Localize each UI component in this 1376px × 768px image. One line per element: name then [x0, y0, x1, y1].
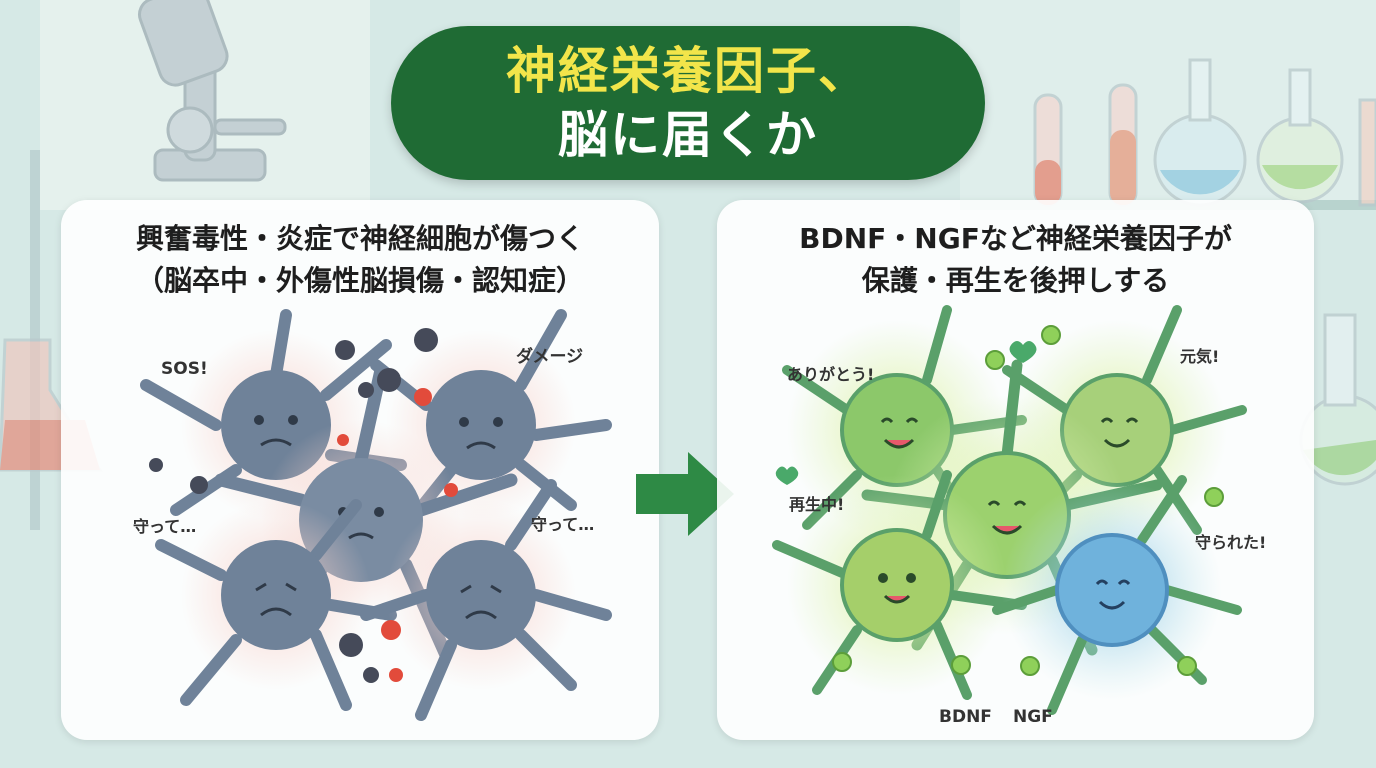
- label-thanks: ありがとう!: [787, 365, 874, 384]
- left-panel-heading: 興奮毒性・炎症で神経細胞が傷つく （脳卒中・外傷性脳損傷・認知症）: [61, 218, 659, 302]
- label-protect-left: 守って…: [133, 517, 196, 536]
- label-bdnf: BDNF: [939, 707, 992, 727]
- heart-icon: [775, 341, 1037, 485]
- damaged-neuron: [155, 499, 397, 711]
- neurotrophic-factor-balls: [832, 325, 1224, 676]
- left-heading-line-1: 興奮毒性・炎症で神経細胞が傷つく: [135, 222, 584, 255]
- damaged-neurons-panel: SOS! ダメージ 守って… 守って… 興奮毒性・炎症で神経細胞が傷つく （脳卒…: [61, 200, 659, 740]
- label-ngf: NGF: [1013, 707, 1053, 727]
- microscope-icon: [138, 0, 287, 182]
- label-sos: SOS!: [161, 359, 208, 379]
- healthy-neuron-blue: [992, 475, 1242, 715]
- healthy-neurons-panel: ありがとう! 元気! 再生中! 守られた! BDNF NGF BDNF・NGFな…: [717, 200, 1314, 740]
- label-genki: 元気!: [1180, 347, 1219, 366]
- toxic-particles: [149, 328, 438, 683]
- damaged-neurons-illustration: SOS! ダメージ 守って… 守って…: [133, 309, 612, 721]
- label-regen: 再生中!: [789, 495, 844, 514]
- right-arrow-icon: [636, 452, 734, 536]
- right-heading-line-2: 保護・再生を後押しする: [861, 264, 1170, 297]
- left-heading-line-2: （脳卒中・外傷性脳損傷・認知症）: [135, 264, 584, 297]
- healthy-neurons-illustration: ありがとう! 元気! 再生中! 守られた! BDNF NGF: [772, 305, 1266, 727]
- label-protected: 守られた!: [1195, 533, 1266, 552]
- title-line-2: 脳に届くか: [558, 106, 818, 164]
- damaged-neuron: [360, 479, 612, 721]
- test-tubes-icon: [1033, 58, 1376, 486]
- label-damage: ダメージ: [516, 346, 583, 367]
- title-line-1: 神経栄養因子、: [506, 42, 870, 100]
- healthy-neuron: [772, 470, 1027, 700]
- right-panel-heading: BDNF・NGFなど神経栄養因子が 保護・再生を後押しする: [717, 218, 1314, 302]
- right-heading-line-1: BDNF・NGFなど神経栄養因子が: [799, 222, 1232, 255]
- damage-stars: [337, 388, 458, 682]
- title-banner: 神経栄養因子、 脳に届くか: [391, 26, 985, 180]
- label-protect-right: 守って…: [531, 515, 594, 534]
